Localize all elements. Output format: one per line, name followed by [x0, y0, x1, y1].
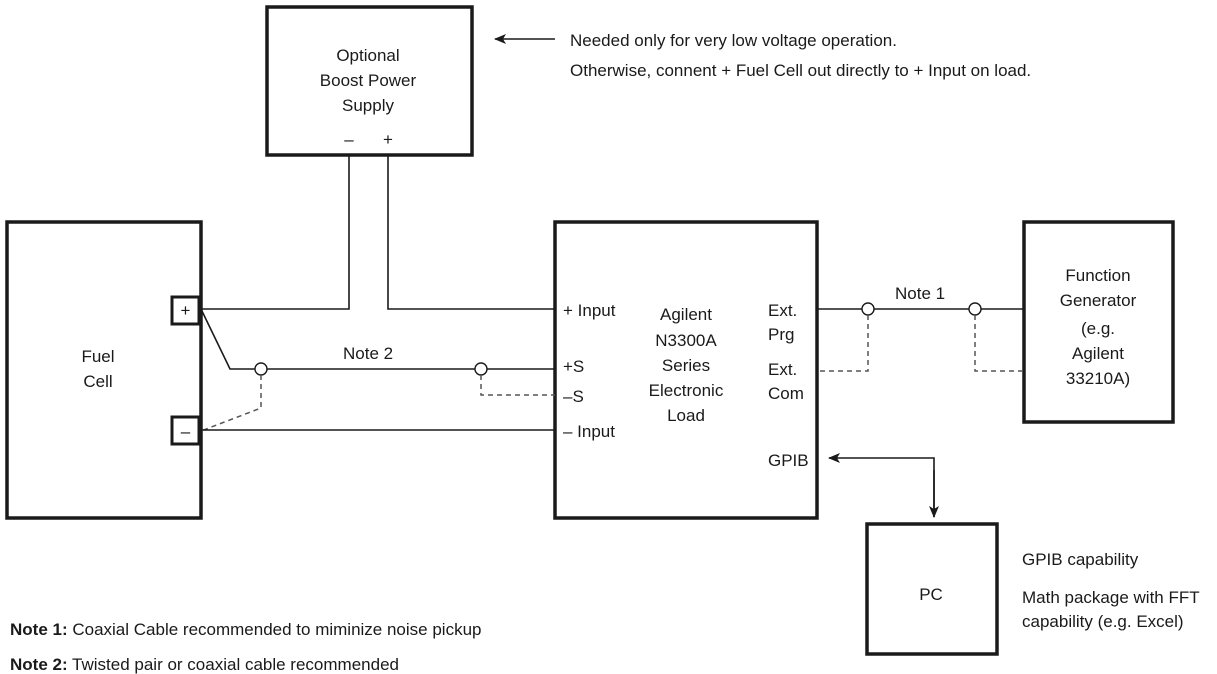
- footnote-2: Note 2: Twisted pair or coaxial cable re…: [10, 655, 399, 674]
- pc-capability-3: capability (e.g. Excel): [1022, 612, 1184, 631]
- load-plus-sense-label: +S: [563, 357, 584, 376]
- fuel-cell-plus-label: +: [181, 301, 191, 320]
- function-generator-label-1: Function: [1065, 266, 1130, 285]
- boost-supply-minus-label: –: [344, 130, 354, 149]
- load-ext-prg-label-1: Ext.: [768, 301, 797, 320]
- fuel-cell-box: [5, 220, 203, 520]
- boost-power-supply-box: [265, 5, 474, 157]
- load-minus-sense-label: –S: [563, 387, 584, 406]
- load-label-3: Series: [662, 356, 710, 375]
- boost-note-line-2: Otherwise, connent + Fuel Cell out direc…: [570, 61, 1031, 80]
- wire-boost-plus-to-load-input: [387, 155, 555, 310]
- wire-sense-plus: [200, 308, 555, 370]
- electronic-load-box: [553, 220, 819, 520]
- coax-shield-marker-right: [474, 362, 488, 376]
- function-generator-label-3: (e.g.: [1081, 319, 1115, 338]
- wire-sense-minus: [480, 375, 555, 396]
- pc-label: PC: [919, 585, 943, 604]
- footnote-1: Note 1: Coaxial Cable recommended to mim…: [10, 620, 482, 639]
- boost-supply-label-3: Supply: [342, 96, 394, 115]
- boost-note-line-1: Needed only for very low voltage operati…: [570, 31, 897, 50]
- boost-supply-label-1: Optional: [336, 46, 399, 65]
- pc-capability-1: GPIB capability: [1022, 550, 1139, 569]
- function-generator-label-5: 33210A): [1066, 369, 1130, 388]
- coax-marker-generator-side: [968, 302, 982, 316]
- function-generator-label-4: Agilent: [1072, 344, 1124, 363]
- load-minus-input-label: – Input: [563, 422, 615, 441]
- coax-marker-load-side: [861, 302, 875, 316]
- fuel-cell-label-1: Fuel: [81, 347, 114, 366]
- wire-ext-com-shield: [817, 315, 869, 372]
- load-ext-prg-label-2: Prg: [768, 325, 794, 344]
- wire-generator-shield: [974, 315, 1024, 372]
- boost-supply-label-2: Boost Power: [320, 71, 417, 90]
- pc-capability-2: Math package with FFT: [1022, 588, 1200, 607]
- note1-wire-label: Note 1: [895, 284, 945, 303]
- load-label-2: N3300A: [655, 331, 717, 350]
- load-label-1: Agilent: [660, 305, 712, 324]
- fuel-cell-plus-terminal: [170, 295, 201, 326]
- function-generator-label-2: Generator: [1060, 291, 1137, 310]
- load-plus-input-label: + Input: [563, 301, 616, 320]
- gpib-arrow-to-load: [828, 453, 935, 517]
- wire-shield-to-fuel-minus: [200, 375, 262, 432]
- fuel-cell-minus-terminal: [170, 415, 201, 446]
- wire-fuel-plus-to-boost-minus: [201, 155, 350, 310]
- load-label-4: Electronic: [649, 381, 724, 400]
- load-label-5: Load: [667, 406, 705, 425]
- fuel-cell-minus-label: –: [181, 422, 191, 441]
- coax-shield-marker-left: [254, 362, 268, 376]
- fuel-cell-label-2: Cell: [83, 372, 112, 391]
- function-generator-box: [1022, 220, 1175, 424]
- load-gpib-label: GPIB: [768, 451, 809, 470]
- load-ext-com-label-2: Com: [768, 384, 804, 403]
- boost-supply-plus-label: +: [383, 130, 393, 149]
- note2-wire-label: Note 2: [343, 344, 393, 363]
- pc-box: [865, 522, 999, 656]
- load-ext-com-label-1: Ext.: [768, 360, 797, 379]
